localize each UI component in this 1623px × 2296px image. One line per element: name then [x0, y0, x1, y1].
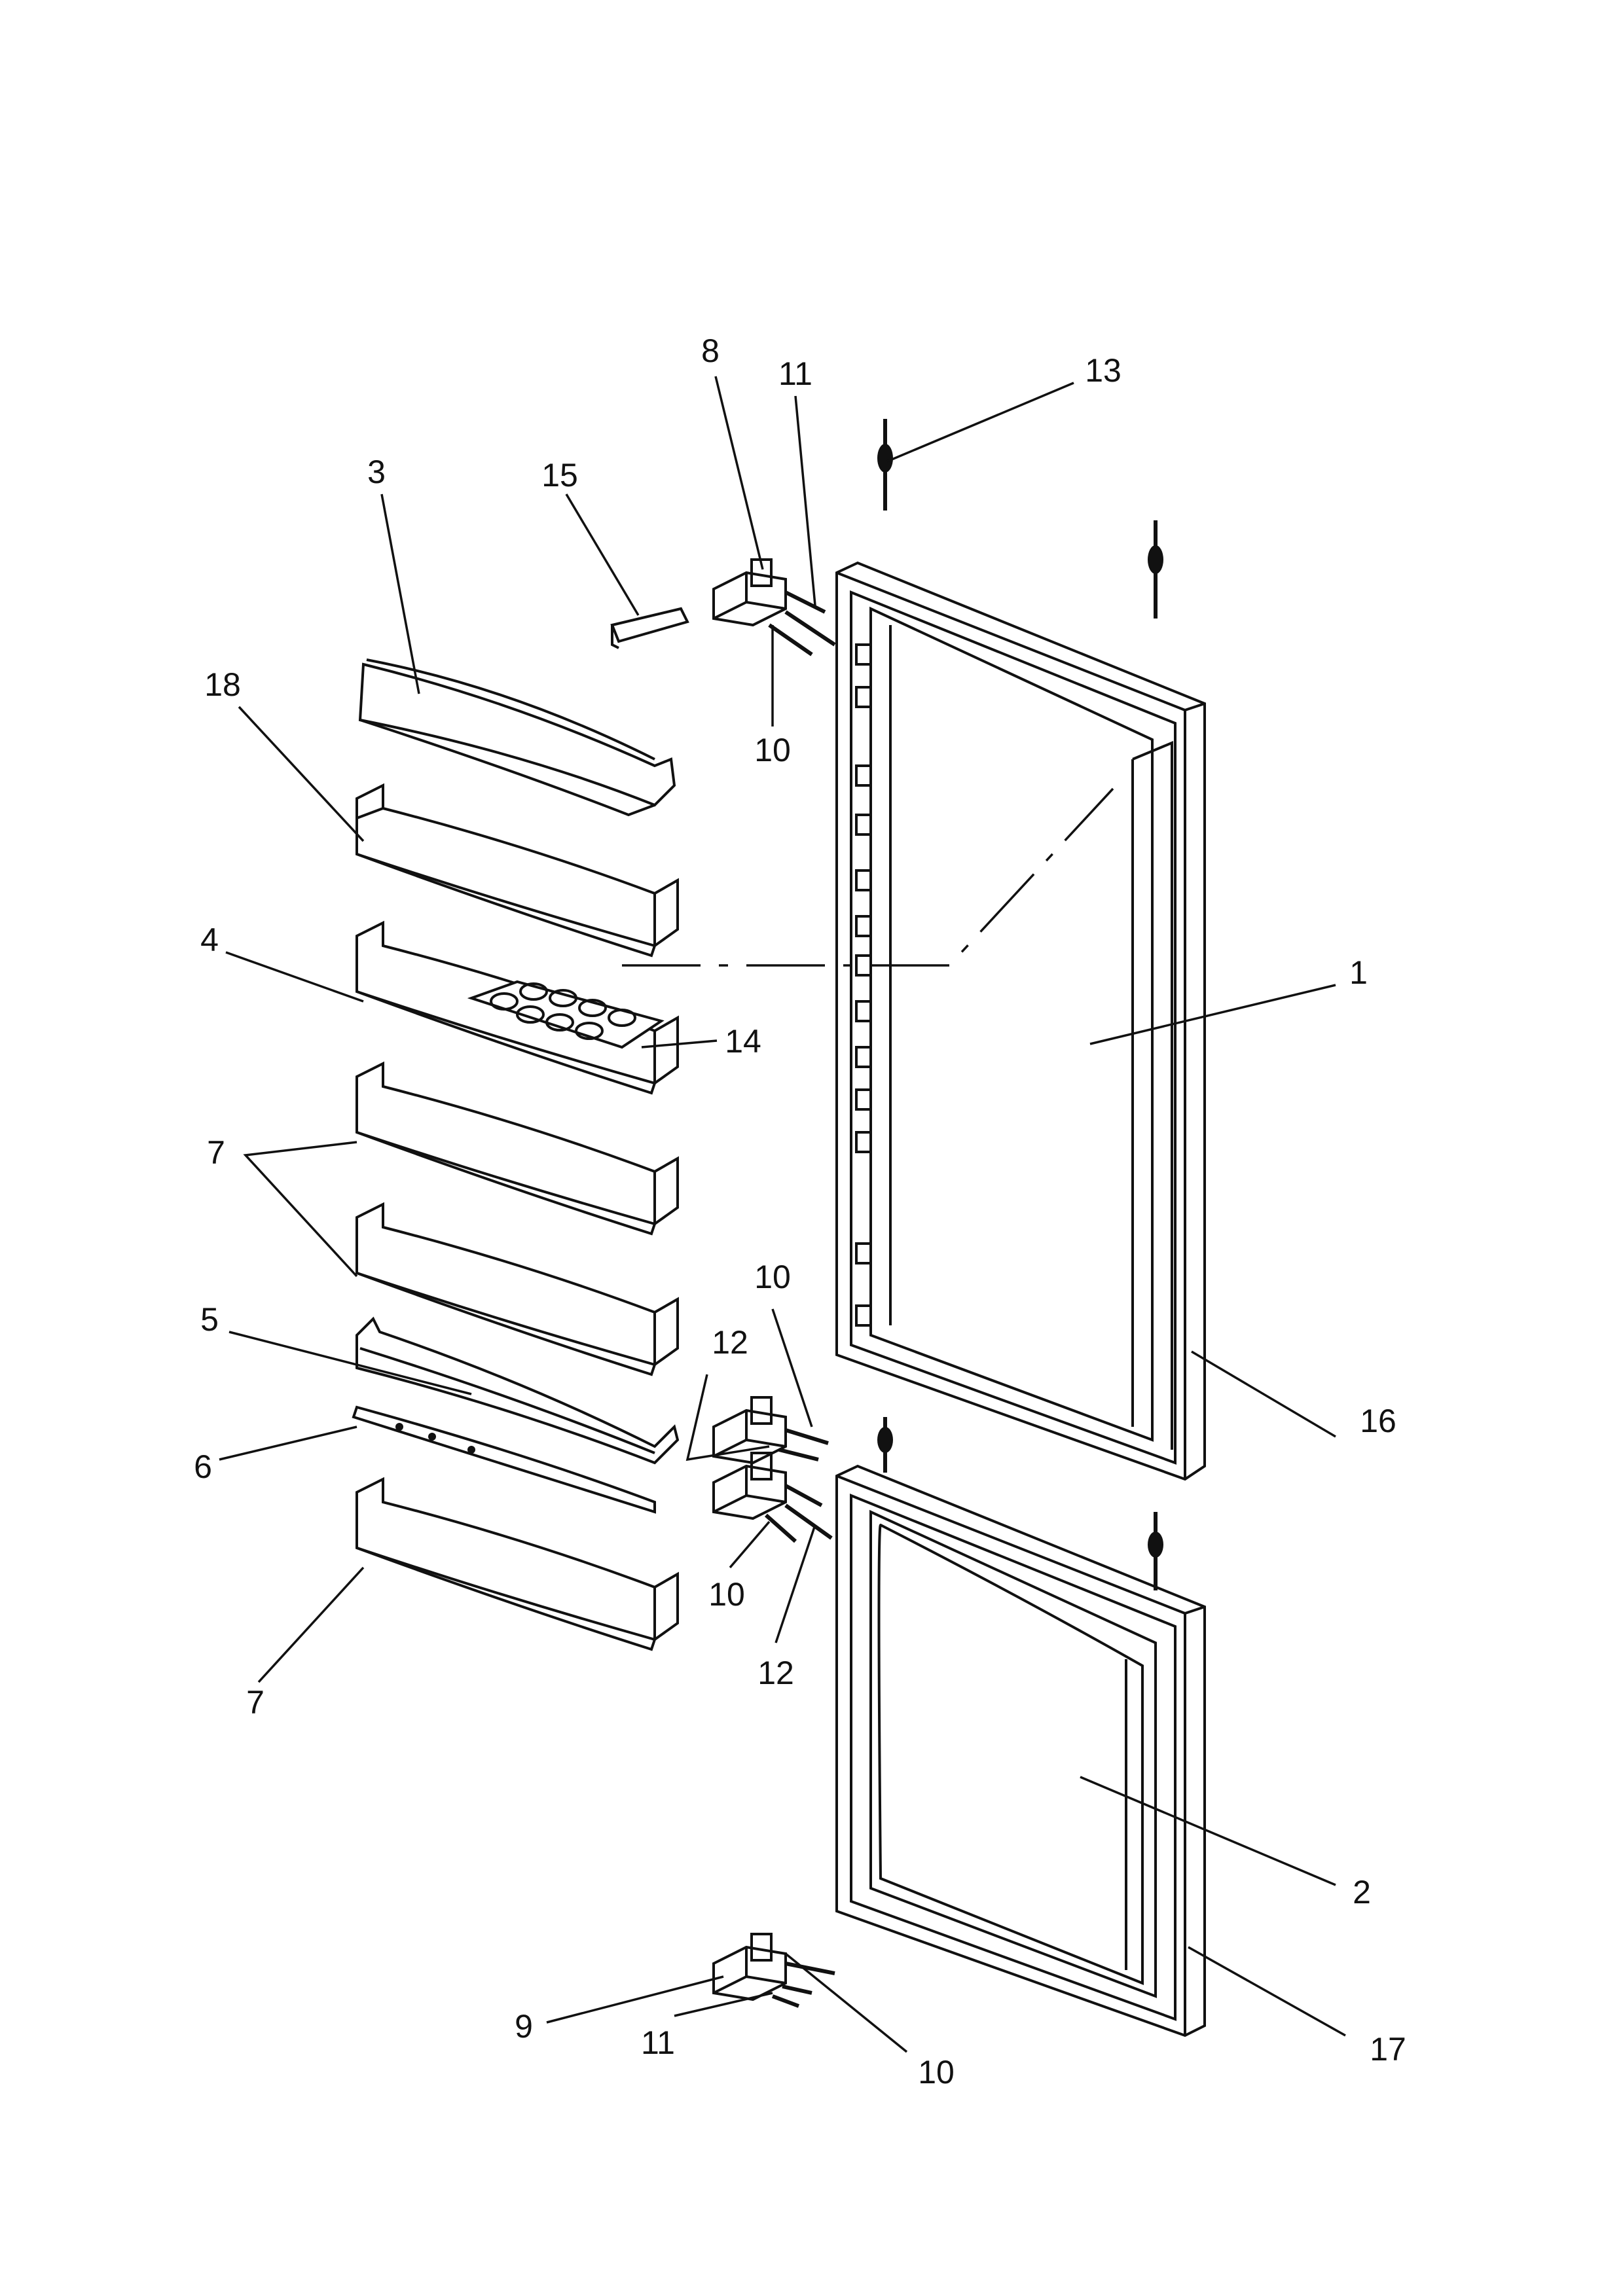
callout-1: 1: [1349, 954, 1368, 991]
hinge-pin-mid-left: [877, 1417, 893, 1473]
callout-5: 5: [200, 1301, 219, 1338]
hinge-bracket-bottom: [712, 1933, 835, 2008]
callout-13: 13: [1085, 352, 1122, 389]
callout-17: 17: [1370, 2031, 1406, 2068]
callout-12b: 12: [757, 1655, 794, 1691]
callout-10b: 10: [754, 1259, 791, 1295]
shelf-cover-3: [358, 658, 676, 817]
hinge-pin-top-right: [1148, 520, 1163, 619]
door-shelf-18: [356, 783, 679, 958]
callout-7b: 7: [246, 1684, 264, 1721]
callout-7a: 7: [207, 1134, 225, 1171]
shelf-rail-6: [352, 1405, 656, 1514]
door-studs: [855, 643, 872, 1327]
shelf-rail-5: [356, 1316, 680, 1465]
leader-lines: [219, 376, 1346, 2053]
door-shelf-7-bottom: [356, 1477, 679, 1651]
callout-10c: 10: [708, 1576, 745, 1613]
door-shelf-7-upper: [356, 1061, 679, 1236]
callout-11a: 11: [778, 355, 812, 392]
insert-part-15: [610, 607, 689, 649]
callout-15: 15: [541, 457, 578, 493]
callout-16: 16: [1360, 1403, 1396, 1439]
hinge-pin-top-left: [877, 419, 893, 511]
callout-8: 8: [701, 332, 720, 369]
callout-4: 4: [200, 922, 219, 958]
upper-door: [835, 561, 1206, 1481]
callout-2: 2: [1353, 1874, 1371, 1910]
callout-14: 14: [725, 1023, 761, 1060]
hinge-pin-mid-right: [1148, 1512, 1163, 1590]
egg-tray-14: [467, 980, 665, 1049]
callout-labels: 1 2 3 4 5 6 7 7 8 9 10 10 10 10 11 11 12…: [194, 332, 1406, 2090]
callout-9: 9: [515, 2008, 533, 2045]
callout-12a: 12: [712, 1324, 748, 1361]
callout-11b: 11: [641, 2024, 675, 2061]
hinge-bracket-middle-lower: [712, 1452, 833, 1543]
hinge-bracket-middle-upper: [712, 1396, 829, 1465]
callout-10a: 10: [754, 732, 791, 768]
lower-door: [835, 1464, 1206, 2037]
callout-3: 3: [367, 454, 386, 490]
hinge-bracket-top: [712, 558, 836, 656]
door-shelf-7-middle: [356, 1202, 679, 1376]
callout-10d: 10: [918, 2054, 955, 2090]
hinge-pins: [877, 419, 1163, 1590]
callout-18: 18: [204, 666, 241, 703]
callout-6: 6: [194, 1448, 212, 1485]
